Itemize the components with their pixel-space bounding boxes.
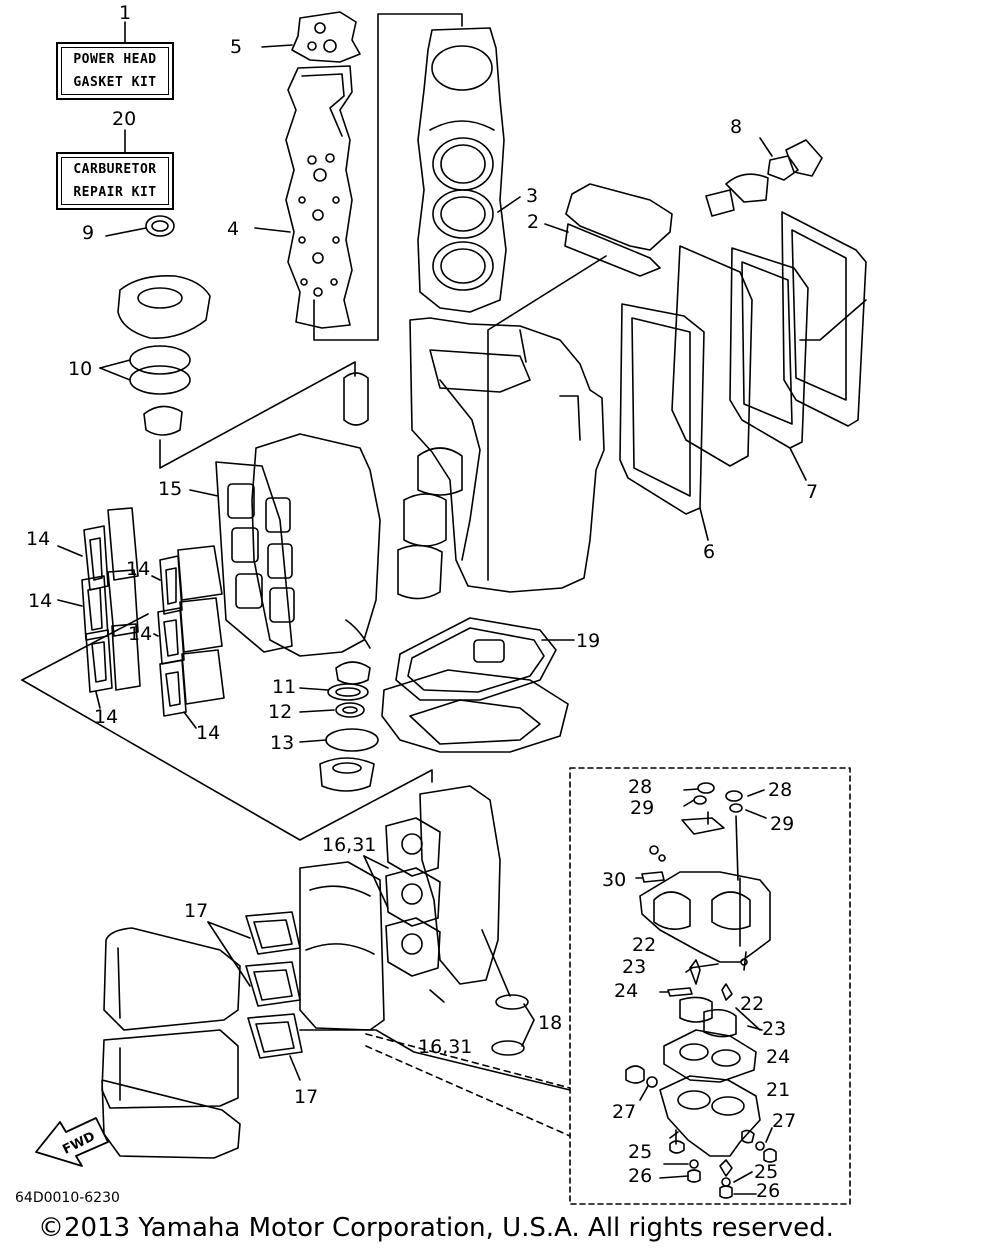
callout-29a: 29 bbox=[630, 797, 655, 819]
callout-20: 20 bbox=[112, 108, 137, 130]
carburetor-detail-box bbox=[570, 768, 850, 1204]
carburetor-exploded bbox=[626, 783, 776, 1198]
copyright-notice: ©2013 Yamaha Motor Corporation, U.S.A. A… bbox=[38, 1213, 834, 1243]
callout-16-31b: 16,31 bbox=[418, 1036, 473, 1058]
callout-1: 1 bbox=[119, 2, 132, 24]
crankcase-block bbox=[398, 318, 604, 599]
callout-23a: 23 bbox=[622, 956, 647, 978]
callout-14c: 14 bbox=[28, 590, 53, 612]
callout-14b: 14 bbox=[126, 558, 151, 580]
callout-22a: 22 bbox=[632, 934, 657, 956]
callout-14d: 14 bbox=[128, 623, 153, 645]
drawing-code: 64D0010-6230 bbox=[15, 1190, 120, 1206]
callout-29b: 29 bbox=[770, 813, 795, 835]
callout-18: 18 bbox=[538, 1012, 563, 1034]
callout-27a: 27 bbox=[612, 1101, 637, 1123]
callout-8: 8 bbox=[730, 116, 743, 138]
callout-10: 10 bbox=[68, 358, 93, 380]
callout-26b: 26 bbox=[756, 1180, 781, 1202]
parts-16-31-manifold bbox=[300, 786, 534, 1055]
callout-19: 19 bbox=[576, 630, 601, 652]
callout-17a: 17 bbox=[184, 900, 209, 922]
power-head-kit-line1: POWER HEAD bbox=[73, 52, 157, 67]
carburetor-repair-kit-box: CARBURETOR REPAIR KIT bbox=[56, 152, 174, 210]
callout-22b: 22 bbox=[740, 993, 765, 1015]
part-19-base-gasket bbox=[382, 618, 574, 752]
callout-9: 9 bbox=[82, 222, 95, 244]
callout-13: 13 bbox=[270, 732, 295, 754]
parts-14-reed-valves bbox=[22, 508, 432, 840]
callout-24a: 24 bbox=[614, 980, 639, 1002]
parts-9-10-seals bbox=[100, 216, 355, 468]
parts-11-13-seals bbox=[300, 662, 378, 791]
callout-2: 2 bbox=[527, 211, 540, 233]
part-8-thermostat bbox=[706, 138, 822, 216]
callout-6: 6 bbox=[703, 541, 716, 563]
carburetor-kit-line1: CARBURETOR bbox=[73, 162, 157, 177]
callout-25b: 25 bbox=[754, 1161, 779, 1183]
carburetor-kit-line2: REPAIR KIT bbox=[73, 185, 157, 200]
callout-3: 3 bbox=[526, 185, 539, 207]
part-5-gasket bbox=[262, 12, 360, 62]
power-head-gasket-kit-box: POWER HEAD GASKET KIT bbox=[56, 42, 174, 100]
callout-28b: 28 bbox=[768, 779, 793, 801]
parts-6-7-covers bbox=[620, 212, 866, 540]
callout-14a: 14 bbox=[26, 528, 51, 550]
part-4-gasket bbox=[255, 14, 462, 340]
callout-15: 15 bbox=[158, 478, 183, 500]
callout-16-31a: 16,31 bbox=[322, 834, 377, 856]
part-15-crankcase-half bbox=[190, 373, 380, 656]
fwd-arrow bbox=[36, 1118, 108, 1166]
callout-28a: 28 bbox=[628, 776, 653, 798]
intake-silencer bbox=[102, 928, 570, 1158]
callout-30: 30 bbox=[602, 869, 627, 891]
callout-27b: 27 bbox=[772, 1110, 797, 1132]
callout-5: 5 bbox=[230, 36, 243, 58]
callout-11: 11 bbox=[272, 676, 297, 698]
callout-4: 4 bbox=[227, 218, 240, 240]
callout-12: 12 bbox=[268, 701, 293, 723]
callout-7: 7 bbox=[806, 481, 819, 503]
callout-26a: 26 bbox=[628, 1165, 653, 1187]
part-3-cylinder-head-gasket bbox=[418, 28, 520, 312]
callout-21: 21 bbox=[766, 1079, 791, 1101]
callout-23b: 23 bbox=[762, 1018, 787, 1040]
callout-25a: 25 bbox=[628, 1141, 653, 1163]
callout-24b: 24 bbox=[766, 1046, 791, 1068]
callout-14e: 14 bbox=[94, 706, 119, 728]
parts-17-gaskets bbox=[208, 912, 302, 1080]
power-head-kit-line2: GASKET KIT bbox=[73, 75, 157, 90]
callout-17b: 17 bbox=[294, 1086, 319, 1108]
callout-14f: 14 bbox=[196, 722, 221, 744]
part-2-cover-gasket bbox=[488, 184, 672, 580]
